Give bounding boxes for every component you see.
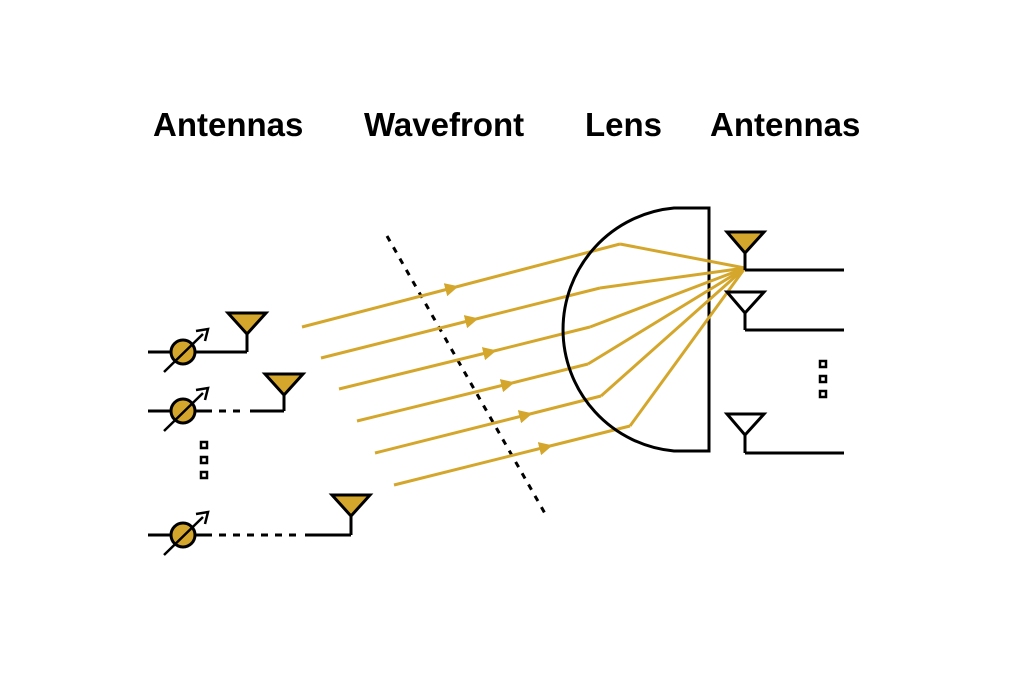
antenna-icon bbox=[224, 311, 270, 337]
tx-chain-2 bbox=[148, 394, 286, 413]
heading-lens: Lens bbox=[585, 106, 663, 143]
phase-shifter-icon bbox=[163, 386, 210, 432]
wavefront-line bbox=[385, 235, 549, 518]
heading-rx-antennas: Antennas bbox=[710, 106, 861, 143]
lens bbox=[561, 206, 711, 453]
vertical-ellipsis-icon bbox=[818, 359, 828, 399]
tx-chain-1 bbox=[148, 332, 249, 354]
antenna-icon bbox=[328, 493, 374, 519]
antenna-icon bbox=[723, 230, 768, 256]
antenna-icon bbox=[723, 290, 768, 316]
heading-wavefront: Wavefront bbox=[364, 106, 525, 143]
antenna-icon bbox=[723, 412, 768, 438]
focused-rays bbox=[587, 242, 747, 427]
phase-shifter-icon bbox=[163, 510, 210, 556]
vertical-ellipsis-icon bbox=[199, 440, 209, 480]
antenna-icon bbox=[261, 372, 307, 398]
phase-shifter-icon bbox=[163, 327, 210, 373]
incoming-rays bbox=[301, 242, 631, 487]
heading-tx-antennas: Antennas bbox=[153, 106, 304, 143]
